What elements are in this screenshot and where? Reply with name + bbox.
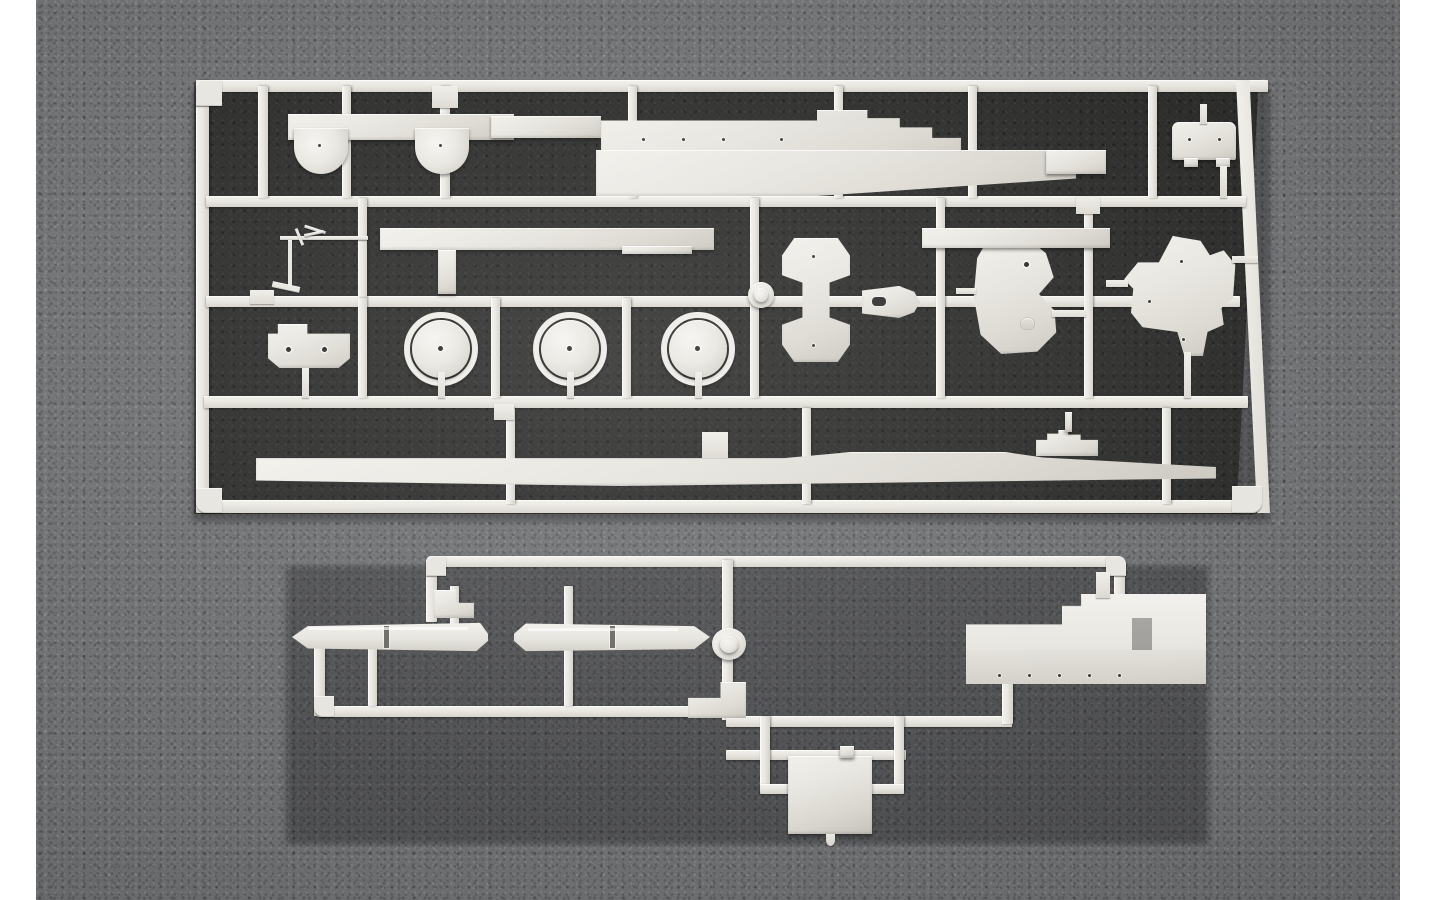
deck-rail-lobe-1 xyxy=(294,128,348,174)
lower-runner-top xyxy=(426,556,1122,567)
deckhouse-notch-shadow xyxy=(1132,618,1152,650)
ships-boat-2-gunwale xyxy=(528,628,678,631)
hull-hole-3 xyxy=(722,138,725,141)
lower-corner-bl xyxy=(314,696,334,717)
deck-rail-pin-1 xyxy=(318,144,321,147)
lower-corner-tl xyxy=(426,556,446,576)
upper-frame-top-rail xyxy=(196,80,1268,92)
upper-runner-v1 xyxy=(258,86,268,198)
upper-runner-v5 xyxy=(358,298,367,398)
deck-rail-pin-2 xyxy=(439,144,442,147)
lower-runner-boat2-down xyxy=(564,648,573,706)
superstructure-gate-bottom xyxy=(1184,352,1191,398)
upper-tab-4 xyxy=(702,432,728,458)
lower-runner-sq-right xyxy=(894,716,904,792)
hull-hole-2 xyxy=(682,138,685,141)
hull-hole-1 xyxy=(642,138,645,141)
bridge-face-foot-1 xyxy=(1184,158,1198,167)
deckhouse-hole-5 xyxy=(1118,674,1121,677)
upper-runner-v14 xyxy=(1148,86,1157,198)
upper-runner-v13 xyxy=(1084,198,1093,398)
lower-runner-mid-left xyxy=(314,706,726,717)
upper-runner-v2 xyxy=(358,198,367,298)
upper-runner-v7 xyxy=(622,298,631,398)
deckhouse-hole-4 xyxy=(1088,674,1091,677)
lower-runner-left-v xyxy=(426,560,437,622)
pointed-shield-slot xyxy=(872,297,886,306)
product-photograph xyxy=(36,0,1400,900)
deckhouse-gate-top xyxy=(1096,572,1110,598)
superstructure-pin-3 xyxy=(1182,338,1185,341)
square-plate-nub xyxy=(826,834,835,846)
deck-beam-notch xyxy=(622,246,692,254)
upper-runner-h3 xyxy=(204,396,1248,408)
bulkhead-gate xyxy=(302,368,309,398)
deckhouse-hole-3 xyxy=(1058,674,1061,677)
upper-frame-corner-bl xyxy=(196,488,222,513)
ships-boat-1-gunwale xyxy=(308,627,468,630)
upper-frame-corner-tl xyxy=(196,80,222,106)
upper-runner-h2 xyxy=(206,296,1240,307)
bridge-face-gate-top xyxy=(1200,104,1207,124)
superstructure-gate-left xyxy=(1106,280,1128,287)
lower-runner-sq-left xyxy=(760,716,770,792)
ships-boat-1-thwart xyxy=(384,626,389,648)
bridge-face-gate-bottom xyxy=(1220,166,1227,198)
waterline-mast-nub xyxy=(1065,412,1072,432)
stern-plate-gate-right xyxy=(1052,310,1086,317)
upper-frame-bottom-rail xyxy=(196,500,1256,513)
upper-tab-2 xyxy=(250,290,274,304)
hull-hole-4 xyxy=(780,138,783,141)
lower-runner-right-v xyxy=(1114,560,1125,606)
upper-runner-v6 xyxy=(491,298,500,398)
square-plate-tab xyxy=(840,746,854,758)
deck-rail-extension xyxy=(491,116,601,138)
lower-runner-drop-right xyxy=(1002,668,1013,724)
ships-boat-2-thwart xyxy=(610,626,615,648)
superstructure-pin-2 xyxy=(1148,300,1151,303)
upper-frame-corner-br xyxy=(1232,486,1262,513)
lower-runner-boat1-down xyxy=(368,648,377,706)
upper-runner-v16 xyxy=(506,408,515,504)
right-white-margin xyxy=(1400,0,1440,900)
stern-plate-gate-left xyxy=(956,288,976,294)
upper-runner-h1 xyxy=(206,196,1246,207)
round-boss-inner xyxy=(720,636,738,653)
bridge-face-foot-2 xyxy=(1216,158,1230,167)
lower-runner-left-v2 xyxy=(314,640,325,716)
deck-beam-short-right xyxy=(922,228,1110,248)
left-white-margin xyxy=(0,0,36,900)
upper-tab-5 xyxy=(1076,196,1100,214)
lower-runner-mid-right xyxy=(726,716,1012,727)
hull-side-right-end xyxy=(1046,150,1106,174)
upper-tab-1 xyxy=(432,86,458,108)
upper-runner-v17 xyxy=(802,408,811,504)
superstructure-gate-right xyxy=(1232,256,1258,263)
deck-rail-lobe-2 xyxy=(415,128,469,174)
stern-plate-pin xyxy=(1024,262,1029,267)
lower-runner-boat2-v xyxy=(564,586,573,636)
twin-lobe-pin-1 xyxy=(812,255,815,258)
deckhouse-hole-2 xyxy=(1028,674,1031,677)
upper-runner-v12 xyxy=(968,86,977,198)
stern-plate-boss xyxy=(1021,318,1034,329)
upper-runner-v15 xyxy=(1162,408,1171,504)
lower-runner-lower-bar xyxy=(726,750,906,760)
bulkhead-hole-1 xyxy=(286,347,291,352)
deckhouse-hole-1 xyxy=(998,674,1001,677)
superstructure-pin-1 xyxy=(1180,260,1183,263)
round-boss-upper-inner xyxy=(754,288,768,302)
lower-corner-tr xyxy=(1106,556,1126,576)
deck-beam-foot xyxy=(438,250,456,294)
upper-tab-3 xyxy=(494,404,514,420)
bulkhead-hole-2 xyxy=(322,347,327,352)
bridge-face-hole-2 xyxy=(1218,138,1221,141)
bridge-face-hole-1 xyxy=(1188,138,1191,141)
twin-lobe-pin-2 xyxy=(812,344,815,347)
upper-runner-v11 xyxy=(936,198,945,398)
